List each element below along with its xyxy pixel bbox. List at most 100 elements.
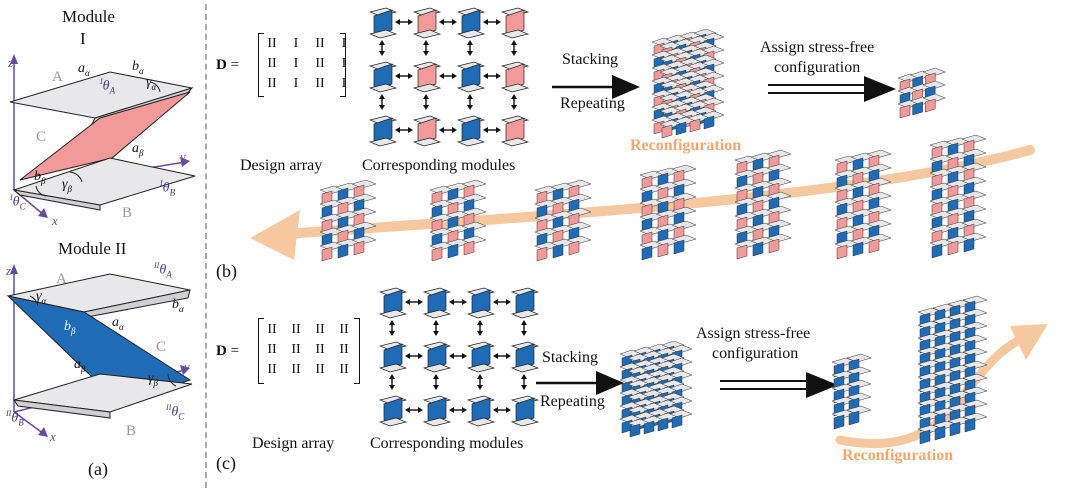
- arrowhead: [521, 385, 527, 390]
- c-stacked-block: [619, 340, 693, 438]
- b-design-array-caption: Design array: [240, 157, 323, 174]
- c-assign-line1: Assign stress-free: [696, 325, 811, 342]
- arrowhead: [467, 40, 473, 45]
- arrowhead: [496, 19, 501, 25]
- m1-theta-B: IθB: [160, 179, 176, 198]
- arrowhead: [418, 353, 423, 359]
- arrowhead: [433, 331, 439, 336]
- arrowhead: [439, 19, 444, 25]
- c-matrix-cell: II: [267, 362, 277, 377]
- reconfigured-block: [734, 149, 792, 260]
- arrowhead: [483, 73, 488, 79]
- module-cell: [378, 341, 408, 373]
- arrowhead: [379, 105, 385, 110]
- reconfigured-block: [534, 179, 592, 262]
- m2-theta-B: IIθB: [6, 409, 24, 428]
- arrowhead: [506, 353, 511, 359]
- m2-z-axis-label: z: [6, 263, 12, 278]
- module-cell: [500, 115, 530, 147]
- module2-diagram: [6, 264, 193, 437]
- m1-label-C: C: [36, 129, 47, 145]
- arrowhead: [483, 19, 488, 25]
- panel-a-label: (a): [88, 459, 108, 479]
- module-cell: [422, 341, 452, 373]
- b-assign-line1: Assign stress-free: [760, 39, 875, 56]
- arrowhead: [395, 127, 400, 133]
- module-cell: [368, 115, 398, 147]
- block-panel: [661, 124, 673, 139]
- arrowhead: [477, 331, 483, 336]
- b-matrix-lhs: D =: [216, 57, 240, 73]
- c-matrix-cell: II: [315, 362, 325, 377]
- b-assign-arrow: [768, 76, 896, 102]
- b-matrix-left-bracket: [258, 33, 264, 97]
- arrowhead: [449, 299, 454, 305]
- m2-gamma-alpha: γα: [36, 289, 47, 306]
- reconfigured-small-block: [831, 353, 872, 430]
- module-cell: [510, 341, 540, 373]
- arrowhead: [395, 73, 400, 79]
- b-matrix-cell: I: [293, 36, 299, 51]
- arrowhead: [423, 105, 429, 110]
- module1-diagram: [9, 54, 196, 218]
- arrowhead: [408, 19, 413, 25]
- c-matrix-lhs: D =: [216, 343, 240, 359]
- arrowhead: [408, 127, 413, 133]
- m2-label-C: C: [156, 339, 167, 355]
- m2-x-axis-label: x: [50, 429, 56, 444]
- module-cell: [412, 115, 442, 147]
- c-reconfigured-block: [831, 295, 988, 445]
- arrowhead: [439, 73, 444, 79]
- block-panel: [671, 414, 683, 429]
- module1-number: I: [80, 29, 86, 48]
- m2-theta-A: IIθA: [154, 261, 172, 280]
- arrowhead: [389, 385, 395, 390]
- reconfigured-block: [929, 134, 987, 259]
- b-assign-line2: configuration: [774, 59, 861, 76]
- arrowhead: [511, 94, 517, 99]
- arrowhead: [467, 51, 473, 56]
- c-assign-line2: configuration: [712, 345, 799, 362]
- m1-label-B: B: [122, 205, 133, 221]
- reconfigured-block: [834, 149, 892, 260]
- c-matrix-cell: II: [291, 322, 301, 337]
- module-cell: [412, 7, 442, 39]
- arrowhead: [433, 320, 439, 325]
- module-cell: [456, 7, 486, 39]
- arrowhead: [395, 19, 400, 25]
- arrowhead: [449, 407, 454, 413]
- panel-c-label: (c): [216, 453, 236, 473]
- b-matrix-cell: I: [293, 76, 299, 91]
- arrowhead: [379, 40, 385, 45]
- b-matrix-cell: II: [315, 36, 325, 51]
- module-cell: [466, 395, 496, 427]
- c-matrix-cell: II: [291, 362, 301, 377]
- arrowhead: [379, 94, 385, 99]
- b-matrix-cell: II: [267, 56, 277, 71]
- block-panel: [629, 423, 641, 438]
- arrowhead: [521, 331, 527, 336]
- arrowhead: [493, 299, 498, 305]
- arrowhead: [405, 407, 410, 413]
- arrowhead: [477, 320, 483, 325]
- b-matrix-right-bracket: [340, 33, 346, 97]
- arrowhead: [418, 299, 423, 305]
- m2-theta-C: IIθC: [166, 403, 185, 422]
- block-panel: [689, 118, 701, 133]
- module-cell: [510, 287, 540, 319]
- block-panel: [657, 417, 669, 432]
- b-matrix-cell: II: [315, 76, 325, 91]
- arrowhead: [423, 51, 429, 56]
- arrowhead: [433, 385, 439, 390]
- c-reconfiguration-label: Reconfiguration: [842, 447, 954, 464]
- m2-label-B: B: [126, 423, 137, 439]
- m1-gamma-beta: γβ: [62, 177, 73, 194]
- module1-title: Module: [62, 7, 115, 26]
- b-matrix-cell: I: [341, 36, 347, 51]
- block-panel: [924, 98, 936, 113]
- arrowhead: [506, 407, 511, 413]
- b-reconfiguration-label: Reconfiguration: [630, 137, 742, 154]
- m2-label-A: A: [56, 271, 67, 287]
- b-module-grid: [368, 7, 530, 147]
